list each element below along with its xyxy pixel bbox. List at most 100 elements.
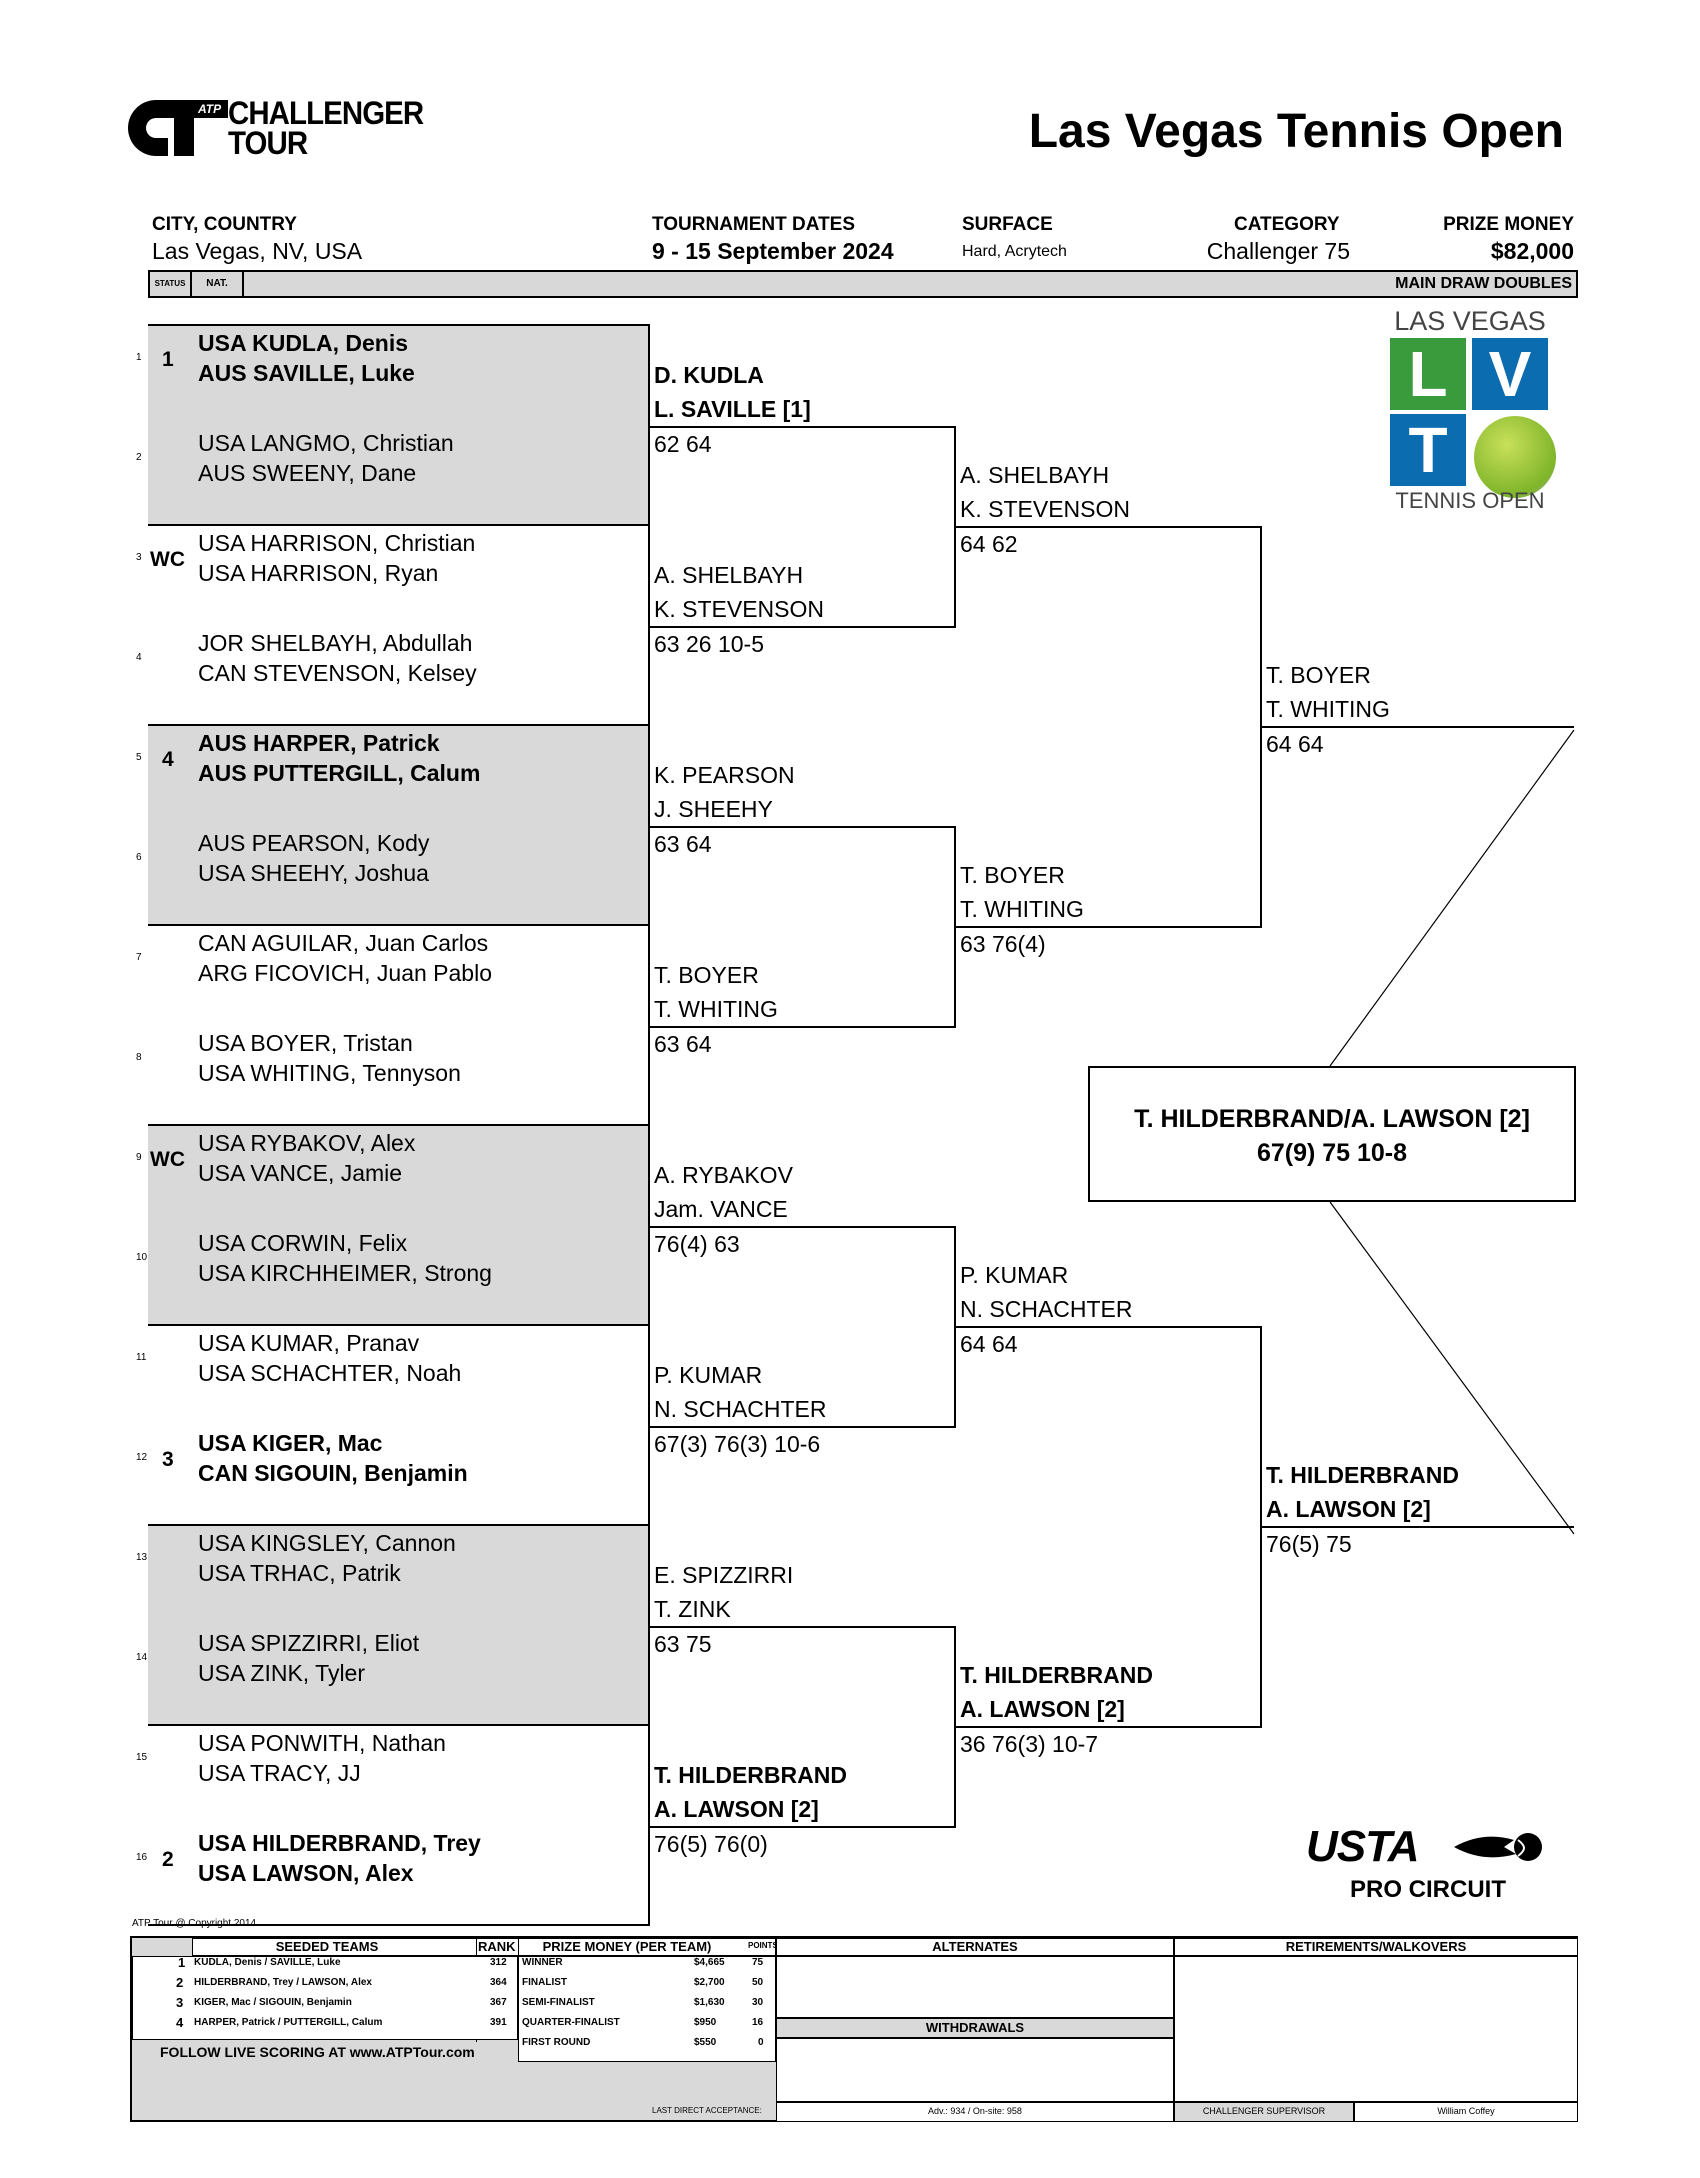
prize-points: 75 (752, 1957, 764, 1968)
winner-line (1262, 726, 1574, 728)
match-score: 63 75 (654, 1631, 712, 1657)
seed-number: 2 (176, 1975, 184, 1990)
lv-logo-v: V (1472, 338, 1548, 410)
prize-points: 16 (752, 2017, 764, 2028)
draw-line-number: 11 (136, 1352, 147, 1363)
match-score: 64 64 (1266, 731, 1324, 757)
prize-points: 30 (752, 1997, 764, 2008)
prize-label: PRIZE MONEY (1443, 214, 1574, 235)
seed-number: 3 (176, 1995, 184, 2010)
winner-player-1: A. RYBAKOV (654, 1162, 793, 1188)
winner-player-2: K. STEVENSON (960, 496, 1130, 522)
seed-team-name: HILDERBRAND, Trey / LAWSON, Alex (194, 1977, 372, 1988)
seed-team-name: HARPER, Patrick / PUTTERGILL, Calum (194, 2017, 383, 2028)
seed-status: 1 (162, 348, 174, 371)
winner-line (956, 1726, 1262, 1728)
winner-player-1: A. SHELBAYH (960, 462, 1110, 488)
supervisor-label: CHALLENGER SUPERVISOR (1202, 2106, 1326, 2116)
winner-player-1: E. SPIZZIRRI (654, 1562, 794, 1588)
player-1: USA HILDERBRAND, Trey (198, 1830, 481, 1856)
winner-line (1262, 1526, 1574, 1528)
winner-line (650, 626, 956, 628)
draw-shading (148, 726, 650, 926)
bracket-connector (1260, 526, 1262, 928)
player-2: USA WHITING, Tennyson (198, 1060, 461, 1086)
retirements-area (1174, 1956, 1578, 2102)
match-score: 76(4) 63 (654, 1231, 740, 1257)
winner-player-2: T. WHITING (1266, 696, 1390, 722)
winner-player-1: T. HILDERBRAND (654, 1762, 847, 1788)
winner-player-1: D. KUDLA (654, 362, 764, 388)
player-1: AUS PEARSON, Kody (198, 830, 430, 856)
atp-logo-mark (128, 100, 228, 156)
match-score: 76(5) 75 (1266, 1531, 1352, 1557)
alternates-header: ALTERNATES (932, 1939, 1018, 1954)
winner-line (650, 1826, 956, 1828)
seed-rank: 312 (490, 1957, 507, 1968)
winner-player-2: K. STEVENSON (654, 596, 824, 622)
draw-line-number: 6 (136, 852, 142, 863)
las-vegas-tennis-open-logo: LAS VEGAS L V T TENNIS OPEN (1390, 306, 1560, 518)
player-1: USA KUMAR, Pranav (198, 1330, 420, 1356)
player-2: USA SHEEHY, Joshua (198, 860, 429, 886)
draw-line-number: 7 (136, 952, 142, 963)
draw-shading (148, 1526, 650, 1726)
champion-names: T. HILDERBRAND/A. LAWSON [2] (1134, 1105, 1530, 1133)
match-score: 64 62 (960, 531, 1018, 557)
seeded-teams-table (132, 1956, 518, 2040)
player-2: USA LAWSON, Alex (198, 1860, 414, 1886)
winner-player-2: T. ZINK (654, 1596, 731, 1622)
draw-top-line (148, 324, 650, 326)
r1-pair-bracket (148, 326, 650, 526)
draw-line-number: 12 (136, 1452, 148, 1463)
prize-money: $550 (694, 2037, 717, 2048)
prize-money-header: PRIZE MONEY (PER TEAM) (542, 1939, 712, 1954)
match-score: 63 76(4) (960, 931, 1046, 957)
draw-line-number: 10 (136, 1252, 148, 1263)
winner-player-2: A. LAWSON [2] (1266, 1496, 1431, 1522)
retirements-header: RETIREMENTS/WALKOVERS (1285, 1939, 1467, 1954)
winner-player-2: T. WHITING (960, 896, 1084, 922)
player-2: AUS PUTTERGILL, Calum (198, 760, 481, 786)
winner-player-1: P. KUMAR (654, 1362, 763, 1388)
match-score: 64 64 (960, 1331, 1018, 1357)
player-1: USA PONWITH, Nathan (198, 1730, 446, 1756)
player-2: USA VANCE, Jamie (198, 1160, 403, 1186)
seeded-teams-header: SEEDED TEAMS (275, 1939, 379, 1954)
match-score: 63 64 (654, 831, 712, 857)
draw-line-number: 14 (136, 1652, 148, 1663)
prize-round: FIRST ROUND (522, 2037, 591, 2048)
match-score: 36 76(3) 10-7 (960, 1731, 1099, 1757)
winner-line (650, 826, 956, 828)
lda-value: Adv.: 934 / On-site: 958 (928, 2106, 1022, 2116)
match-score: 62 64 (654, 431, 712, 457)
winner-player-2: N. SCHACHTER (960, 1296, 1133, 1322)
category-value: Challenger 75 (1206, 238, 1350, 264)
seed-status: 2 (162, 1848, 174, 1871)
dates-value: 9 - 15 September 2024 (652, 238, 894, 264)
bracket-connector (954, 1226, 956, 1428)
player-2: AUS SWEENY, Dane (198, 460, 417, 486)
winner-line (650, 1626, 956, 1628)
seed-rank: 367 (490, 1997, 507, 2008)
lv-logo-t: T (1390, 414, 1466, 486)
seed-rank: 364 (490, 1977, 507, 1988)
champion-score: 67(9) 75 10-8 (1256, 1139, 1408, 1167)
player-1: USA LANGMO, Christian (198, 430, 454, 456)
winner-player-1: P. KUMAR (960, 1262, 1069, 1288)
player-2: USA KIRCHHEIMER, Strong (198, 1260, 492, 1286)
city-label: CITY, COUNTRY (152, 214, 297, 235)
player-1: USA BOYER, Tristan (198, 1030, 413, 1056)
player-1: AUS HARPER, Patrick (198, 730, 440, 756)
player-1: USA HARRISON, Christian (198, 530, 476, 556)
alternates-area (776, 1956, 1174, 2018)
winner-player-2: A. LAWSON [2] (654, 1796, 819, 1822)
winner-player-2: J. SHEEHY (654, 796, 773, 822)
category-label: CATEGORY (1234, 214, 1340, 235)
prize-money-table (518, 1956, 776, 2062)
bracket-connector (954, 426, 956, 628)
prize-round: QUARTER-FINALIST (522, 2017, 620, 2028)
r1-pair-bracket (148, 1726, 650, 1926)
draw-line-number: 13 (136, 1552, 148, 1563)
